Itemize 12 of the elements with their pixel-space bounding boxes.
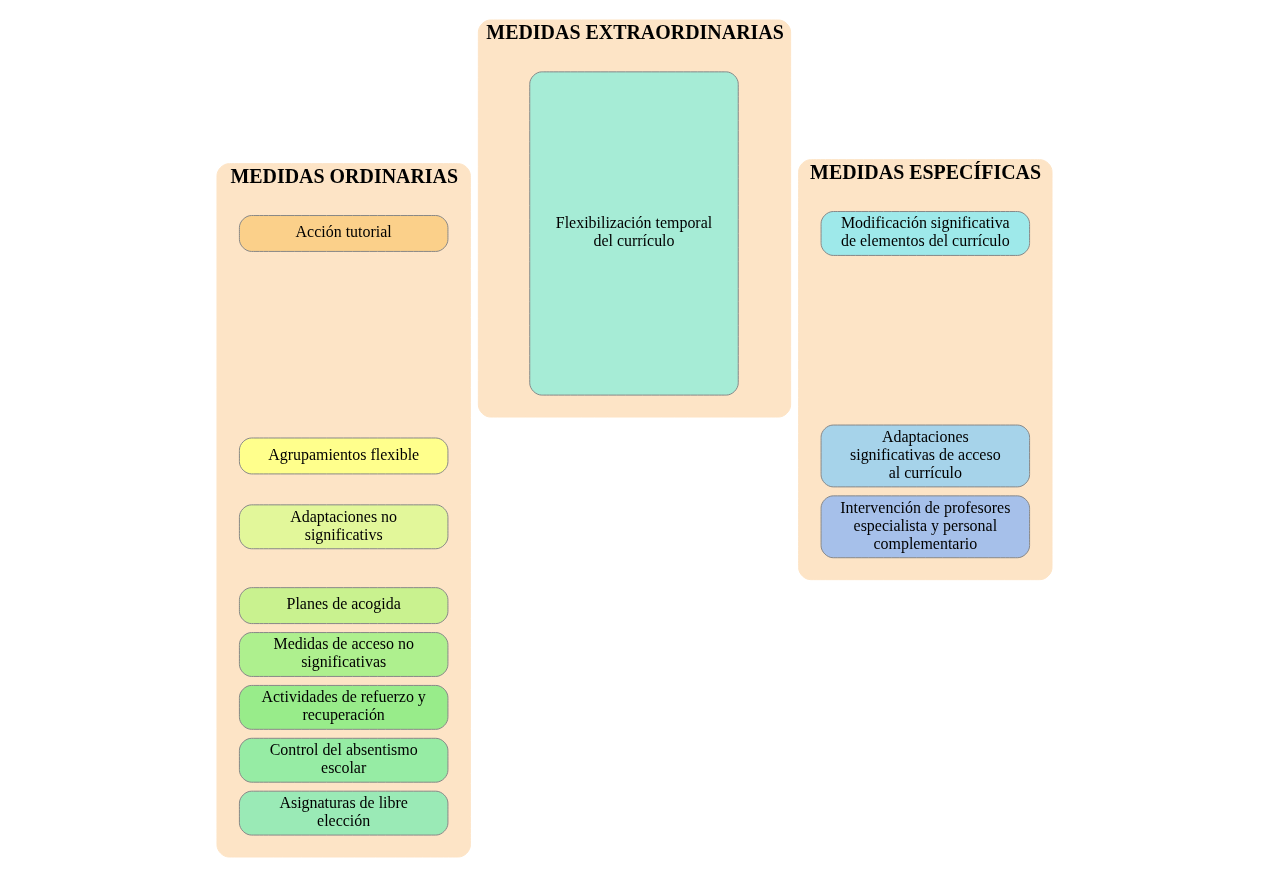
node-box: Adaptaciones no significativs: [238, 504, 449, 550]
node-box: Medidas de acceso no significativas: [238, 632, 449, 677]
node-box: Acción tutorial: [238, 215, 449, 252]
node-box: Planes de acogida: [238, 587, 449, 625]
node-box: Control del absentismo escolar: [238, 737, 449, 783]
node-box: Actividades de refuerzo y recuperación: [238, 684, 449, 730]
node-box: Adaptaciones significativas de acceso al currículo: [820, 424, 1031, 488]
node-box: Intervención de profesores especialista y personal complementario: [820, 495, 1031, 559]
node-box: Agrupamientos flexible: [238, 437, 449, 475]
node-box: Asignaturas de libre elección: [238, 790, 449, 836]
node-box: Modificación significativa de elementos del currículo: [820, 211, 1031, 256]
node-box: Flexibilización temporal del currículo: [529, 71, 739, 396]
